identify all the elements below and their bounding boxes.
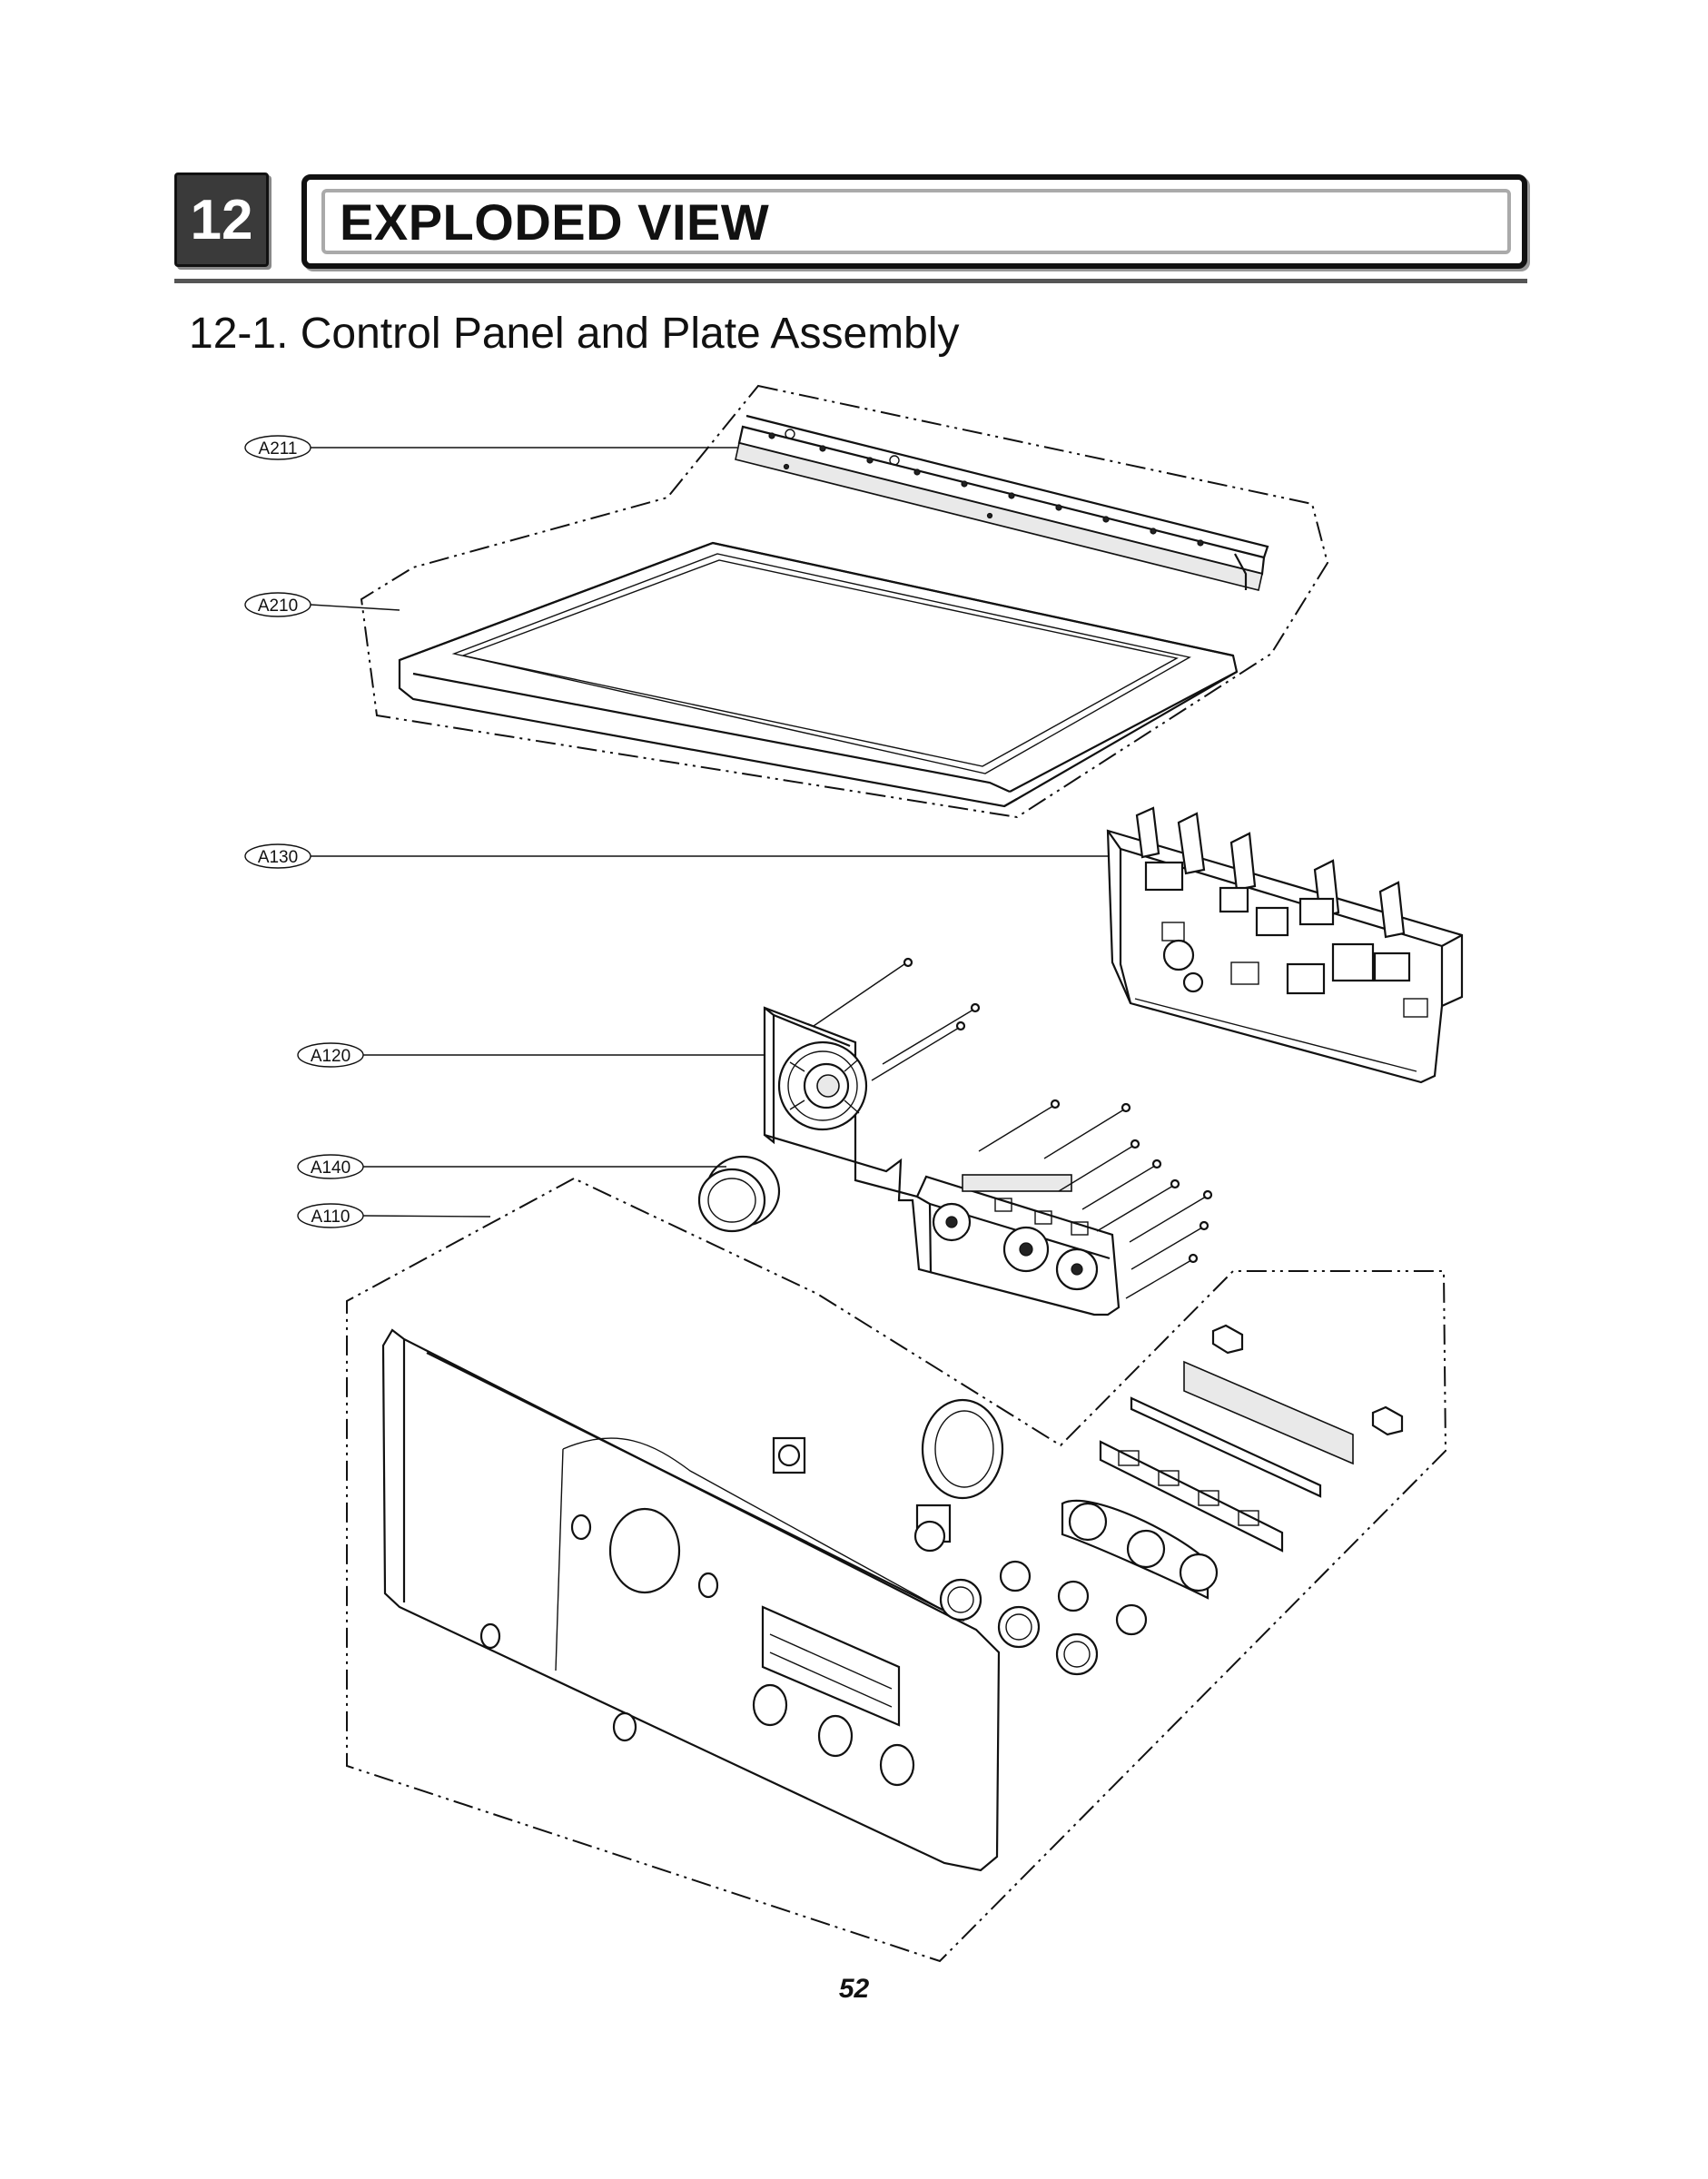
part-a120-bracket — [763, 1006, 1121, 1316]
callout-label-a210: A210 — [258, 597, 298, 616]
part-a130-pcb-housing — [1106, 806, 1464, 1084]
part-a140-knob — [697, 1155, 781, 1233]
callout-label-a120: A120 — [311, 1047, 350, 1066]
callout-a140: A140 — [297, 1154, 726, 1179]
chapter-number-badge: 12 — [174, 173, 269, 267]
page-number: 52 — [838, 1974, 870, 2004]
callout-a210: A210 — [244, 592, 400, 617]
section-title: 12-1. Control Panel and Plate Assembly — [189, 310, 960, 358]
callout-label-a130: A130 — [258, 848, 298, 867]
part-a211-bracket — [735, 414, 1269, 591]
switch-modules — [932, 1174, 1099, 1291]
callout-a211: A211 — [244, 435, 737, 460]
callout-label-a211: A211 — [259, 439, 298, 458]
boundary-control-panel — [346, 1177, 1447, 1963]
part-a110-control-panel — [381, 1328, 1001, 1872]
mounting-screws — [813, 957, 1213, 1299]
callout-a120: A120 — [297, 1042, 765, 1068]
callout-a110: A110 — [297, 1203, 491, 1228]
panel-small-parts — [772, 1324, 1404, 1676]
callout-label-a110: A110 — [311, 1208, 350, 1227]
chapter-title-box: EXPLODED VIEW — [301, 174, 1527, 269]
callout-label-a140: A140 — [311, 1159, 350, 1178]
part-a210-top-plate — [398, 541, 1239, 808]
title-inner-frame — [321, 189, 1511, 254]
boundary-top-plate — [360, 384, 1329, 819]
chapter-title: EXPLODED VIEW — [340, 193, 770, 251]
header-rule — [174, 279, 1527, 283]
callout-a130: A130 — [244, 843, 1110, 869]
